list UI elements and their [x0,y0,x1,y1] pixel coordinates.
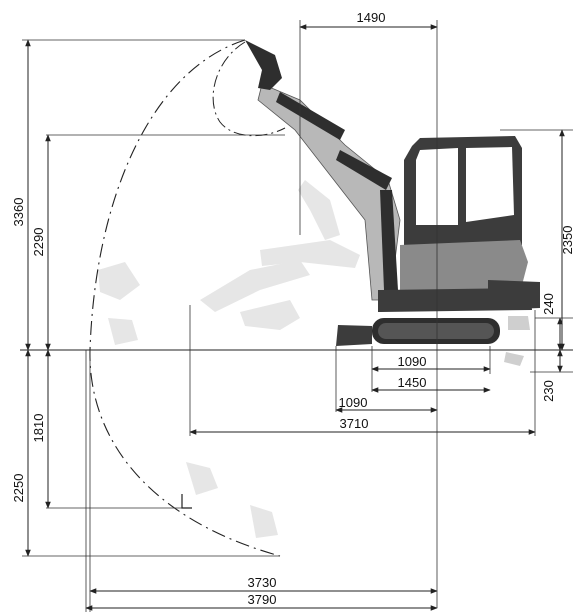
dim-240: 240 [541,293,556,315]
dim-3360: 3360 [11,198,26,227]
ghost-arm-3 [298,180,340,240]
dim-1490: 1490 [357,10,386,25]
dim-2350: 2350 [560,226,573,255]
ghost-bucket-2 [108,318,138,345]
dim-1450: 1450 [398,375,427,390]
dim-2250: 2250 [11,474,26,503]
ghost-bucket-4 [250,505,278,538]
cab-window-right [466,147,514,222]
ghost-arm-1 [200,260,310,312]
dim-230: 230 [541,380,556,402]
dim-1090-upper: 1090 [398,354,427,369]
dim-1810: 1810 [31,414,46,443]
body-panel [400,240,528,292]
ghost-arm-positions [98,180,360,538]
dim-3730: 3730 [248,575,277,590]
blade-ghost-raised [508,316,530,330]
vertical-wall-marker [181,494,192,509]
boom-cylinder [336,150,392,190]
bucket [245,40,282,90]
dim-1090-lower: 1090 [339,395,368,410]
track-inner [378,323,494,339]
ghost-bucket-1 [98,262,140,300]
lower-body [378,288,532,312]
dim-2290: 2290 [31,228,46,257]
arm-cylinder [276,92,345,140]
ghost-bucket-3 [186,462,218,495]
extension-lines [22,20,573,612]
ghost-arm-4 [240,300,300,330]
dimension-annotations: 1490 3360 2290 2350 240 230 1090 1450 10… [11,10,573,611]
dim-3710: 3710 [340,416,369,431]
boom-cylinder-lower [380,190,398,290]
dozer-blade [336,325,372,346]
dim-3790: 3790 [248,592,277,607]
ghost-arm-2 [260,240,360,268]
blade-ghost-lowered [504,352,524,366]
